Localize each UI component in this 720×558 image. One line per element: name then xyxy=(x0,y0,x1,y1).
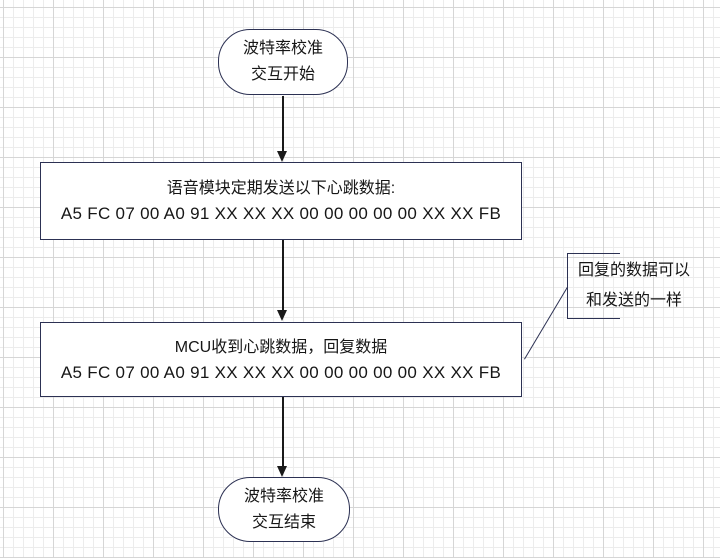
annotation-bracket-bottom-stub xyxy=(567,317,620,319)
heartbeat-send-box[interactable]: 语音模块定期发送以下心跳数据: A5 FC 07 00 A0 91 XX XX … xyxy=(40,162,522,240)
arrowhead-down-icon xyxy=(277,310,287,321)
annotation-bracket-left-line[interactable] xyxy=(567,253,568,319)
send-box-label: 语音模块定期发送以下心跳数据: xyxy=(166,180,396,197)
start-terminator-node[interactable]: 波特率校准 交互开始 xyxy=(218,29,348,95)
arrowhead-down-icon xyxy=(277,151,287,162)
arrow-send-to-reply[interactable] xyxy=(282,240,284,311)
arrowhead-down-icon xyxy=(277,466,287,477)
reply-box-hex-data: A5 FC 07 00 A0 91 XX XX XX 00 00 00 00 0… xyxy=(60,362,502,382)
start-label-line2: 交互开始 xyxy=(250,66,315,83)
arrow-start-to-send[interactable] xyxy=(282,96,284,152)
annotation-text[interactable]: 回复的数据可以 和发送的一样 xyxy=(570,253,698,318)
end-label-line1: 波特率校准 xyxy=(243,487,324,505)
annotation-connector-line[interactable] xyxy=(524,286,568,360)
annotation-line1: 回复的数据可以 xyxy=(577,261,690,279)
end-terminator-node[interactable]: 波特率校准 交互结束 xyxy=(218,477,350,542)
annotation-line2: 和发送的一样 xyxy=(585,291,682,309)
arrow-reply-to-end[interactable] xyxy=(282,397,284,466)
reply-box-label: MCU收到心跳数据，回复数据 xyxy=(174,338,388,356)
mcu-reply-box[interactable]: MCU收到心跳数据，回复数据 A5 FC 07 00 A0 91 XX XX X… xyxy=(40,322,522,397)
end-label-line2: 交互结束 xyxy=(251,513,316,531)
start-label-line1: 波特率校准 xyxy=(242,40,323,57)
send-box-hex-data: A5 FC 07 00 A0 91 XX XX XX 00 00 00 00 0… xyxy=(60,204,502,223)
annotation-bracket-top-stub xyxy=(567,253,620,254)
